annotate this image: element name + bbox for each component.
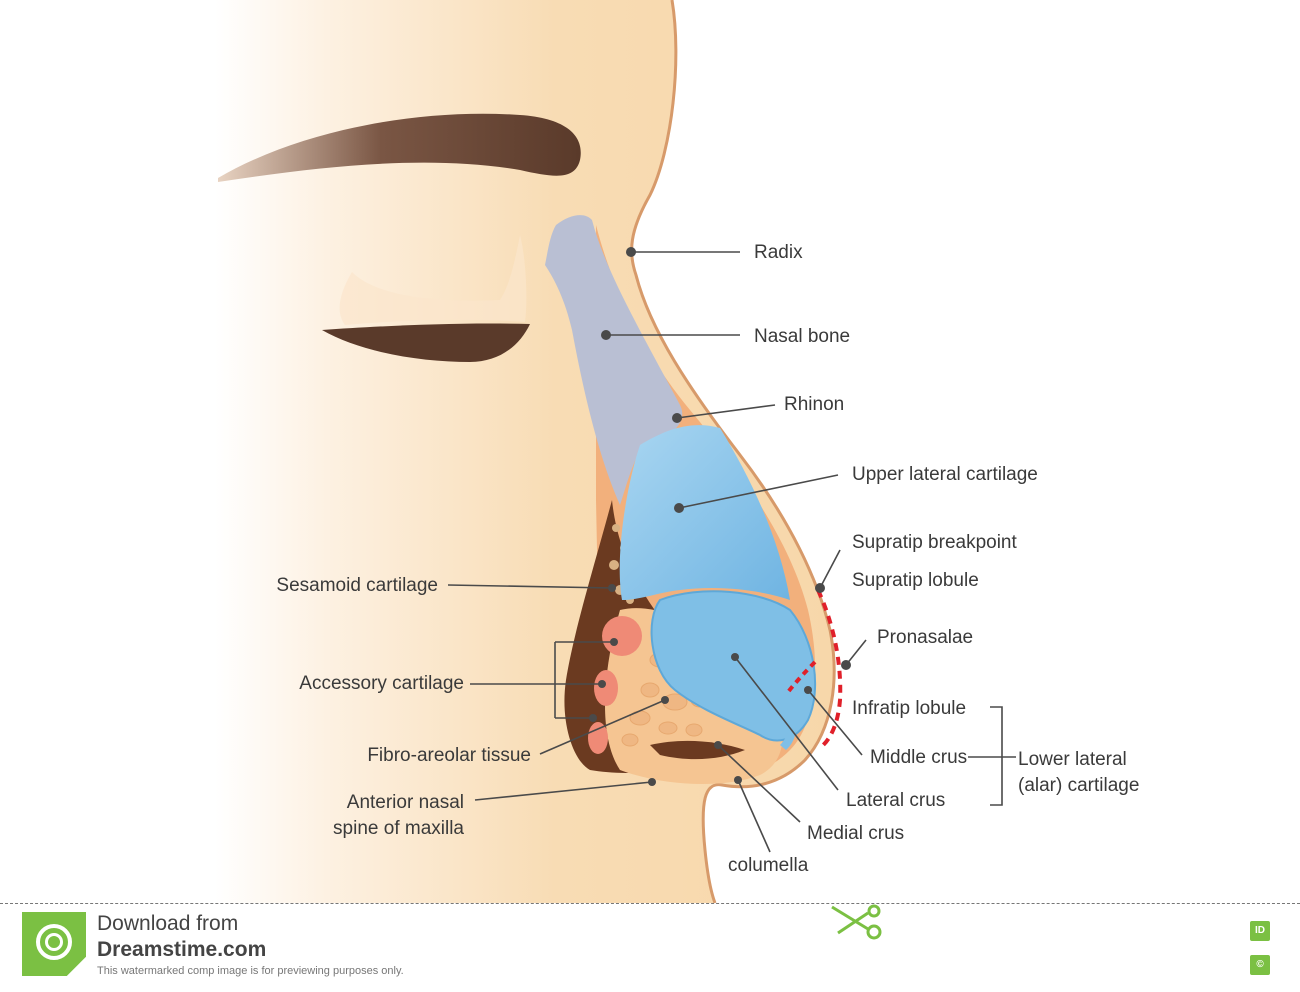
nasal-bone — [545, 215, 683, 505]
accessory-cartilages — [588, 616, 642, 754]
label-columella: columella — [728, 855, 809, 876]
label-anterior-nasal-1: Anterior nasal — [347, 792, 464, 813]
label-supratip-lobule: Supratip lobule — [852, 570, 979, 591]
label-medial-crus: Medial crus — [807, 823, 904, 844]
site-name-link[interactable]: Dreamstime.com — [97, 938, 267, 961]
radix-dot — [626, 247, 636, 257]
infratip-dashed-line — [786, 660, 817, 694]
download-from-text: Download from — [97, 912, 239, 935]
columella-dot — [734, 776, 742, 784]
rhinon-dot — [672, 413, 682, 423]
label-upper-lateral-cartilage: Upper lateral cartilage — [852, 464, 1038, 485]
eye-lid — [339, 235, 527, 325]
label-rhinon: Rhinon — [784, 394, 844, 415]
anterior-spine-dot — [648, 778, 656, 786]
label-anterior-nasal-2: spine of maxilla — [333, 818, 464, 839]
pronasalae-dot — [841, 660, 851, 670]
label-lower-lateral-1: Lower lateral — [1018, 749, 1127, 770]
label-sesamoid-cartilage: Sesamoid cartilage — [276, 575, 438, 596]
medial-crus-shape — [780, 700, 797, 750]
label-pronasalae: Pronasalae — [877, 627, 973, 648]
label-lateral-crus: Lateral crus — [846, 790, 945, 811]
nasal-bone-dot — [601, 330, 611, 340]
label-accessory-cartilage: Accessory cartilage — [299, 673, 464, 694]
sesamoid-dot — [608, 584, 616, 592]
label-lower-lateral-2: (alar) cartilage — [1018, 775, 1139, 796]
eyebrow — [218, 113, 581, 182]
watermark-notice: This watermarked comp image is for previ… — [97, 965, 404, 977]
id-badge-icon[interactable]: ID — [1250, 921, 1270, 941]
labels: Radix Nasal bone Rhinon Upper lateral ca… — [276, 242, 1139, 876]
copyright-badge-icon[interactable]: © — [1250, 955, 1270, 975]
upper-lateral-cartilage — [619, 425, 790, 600]
label-fibro-areolar-tissue: Fibro-areolar tissue — [367, 745, 531, 766]
label-radix: Radix — [754, 242, 803, 263]
skin-outline — [630, 0, 836, 904]
label-middle-crus: Middle crus — [870, 747, 967, 768]
eye-lash-line — [322, 323, 530, 362]
label-nasal-bone: Nasal bone — [754, 326, 850, 347]
middle-crus-dot — [804, 686, 812, 694]
leader-lines — [447, 247, 1016, 853]
medial-crus-dot — [714, 741, 722, 749]
supratip-dot — [815, 583, 825, 593]
label-supratip-breakpoint: Supratip breakpoint — [852, 532, 1017, 553]
upper-lateral-dot — [674, 503, 684, 513]
fibro-dot — [661, 696, 669, 704]
lateral-crus-dot — [731, 653, 739, 661]
footer-divider — [0, 903, 1300, 904]
footer-bar: Download from Dreamstime.com This waterm… — [0, 903, 1300, 992]
label-infratip-lobule: Infratip lobule — [852, 698, 966, 719]
dreamstime-logo-icon[interactable] — [22, 912, 86, 976]
scissors-icon — [831, 904, 882, 940]
